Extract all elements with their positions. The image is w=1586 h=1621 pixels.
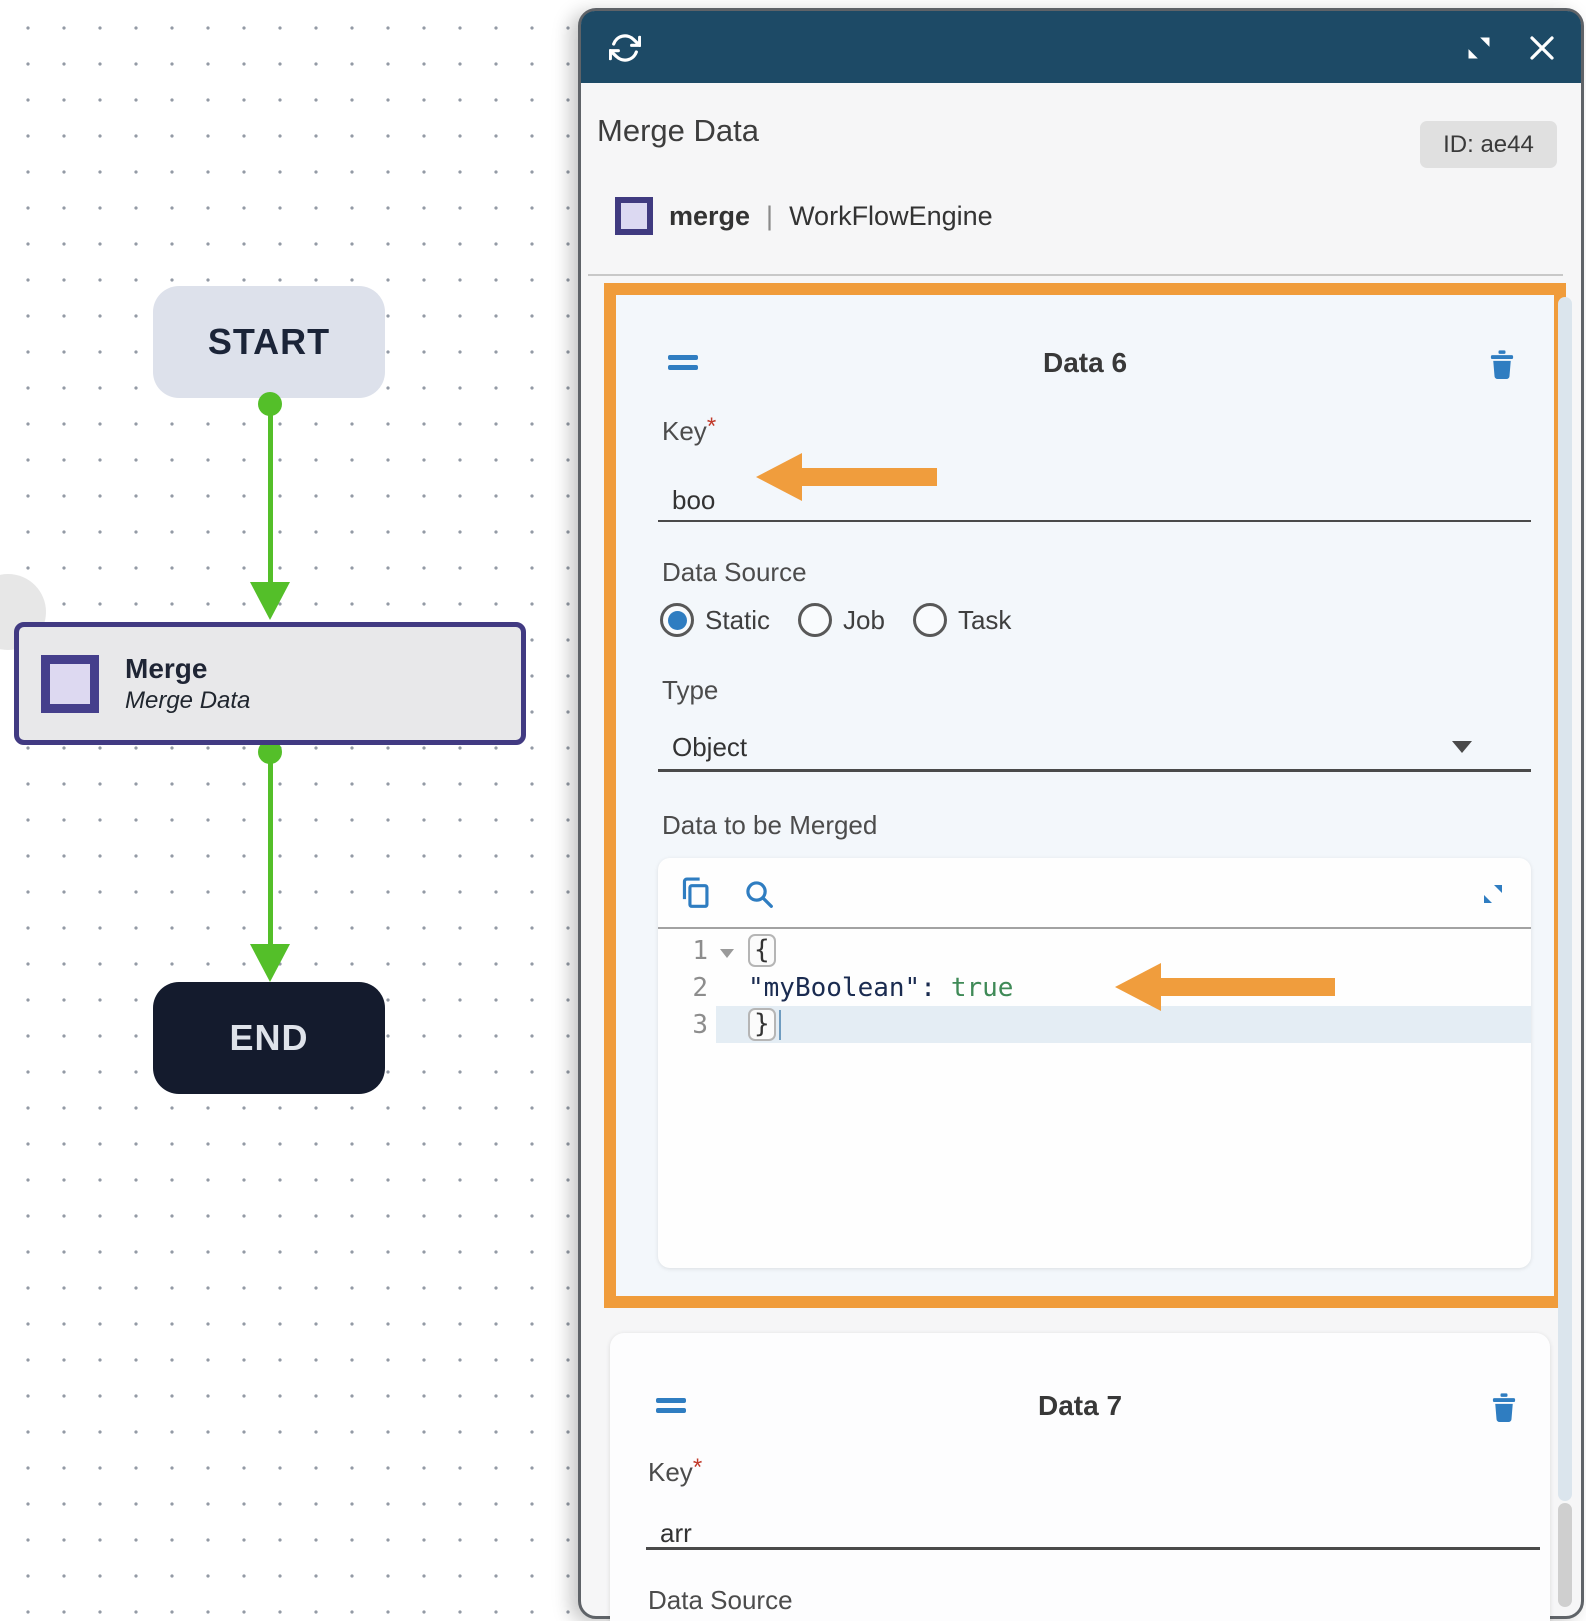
key-input[interactable]: boo xyxy=(672,485,716,515)
radio-static[interactable]: Static xyxy=(660,603,770,637)
type-select-underline xyxy=(658,769,1531,772)
required-asterisk: * xyxy=(706,413,717,440)
merge-node-subtitle: Merge Data xyxy=(125,686,251,714)
merge-node-title: Merge xyxy=(125,652,208,684)
merge-node[interactable]: Merge Merge Data xyxy=(14,622,526,745)
expand-dialog-icon[interactable] xyxy=(1465,34,1493,62)
data6-title: Data 6 xyxy=(1042,347,1128,378)
node-config-dialog: Merge Data ID: ae44 merge | WorkFlowEngi… xyxy=(578,8,1584,1621)
trash-icon[interactable] xyxy=(1488,349,1516,381)
scrollbar-track[interactable] xyxy=(1558,297,1572,1501)
text-cursor xyxy=(778,1009,781,1040)
merge-node-icon xyxy=(41,654,99,713)
code-line-2: 2 "myBoolean":true xyxy=(692,972,1014,1003)
key-input[interactable]: arr xyxy=(660,1518,692,1548)
edge-line xyxy=(267,750,273,946)
engine-name: WorkFlowEngine xyxy=(789,200,993,231)
key-input-underline xyxy=(646,1547,1540,1550)
editor-expand-icon[interactable] xyxy=(1481,882,1505,906)
edge-arrowhead xyxy=(250,944,290,982)
edge-line xyxy=(267,402,273,584)
start-node[interactable]: START xyxy=(153,286,385,398)
open-brace: { xyxy=(748,934,776,967)
json-boolean-value: true xyxy=(950,972,1014,1003)
key-label: Key* xyxy=(648,1454,703,1487)
type-select[interactable]: Object xyxy=(672,732,748,762)
merged-data-label: Data to be Merged xyxy=(662,810,878,840)
end-node[interactable]: END xyxy=(153,982,385,1094)
json-editor[interactable]: 1 { 2 "myBoolean":true 3 } xyxy=(658,858,1531,1268)
data6-header: Data 6 xyxy=(644,347,1526,387)
data6-card: Data 6 Key* boo Data Source xyxy=(604,283,1566,1308)
code-line-3: 3 } xyxy=(658,1006,1531,1043)
edge-arrowhead xyxy=(250,582,290,620)
radio-circle xyxy=(660,603,694,637)
separator: | xyxy=(766,200,774,231)
drag-handle-icon[interactable] xyxy=(656,1398,686,1418)
end-node-label: END xyxy=(229,1017,309,1058)
search-icon[interactable] xyxy=(743,878,775,910)
key-input-underline xyxy=(658,520,1531,522)
dialog-header xyxy=(581,11,1581,83)
close-brace: } xyxy=(748,1008,776,1041)
chevron-down-icon[interactable] xyxy=(1452,741,1472,753)
refresh-icon[interactable] xyxy=(609,32,641,64)
fold-caret-icon[interactable] xyxy=(720,948,734,958)
code-line-1: 1 { xyxy=(658,932,1531,969)
copy-icon[interactable] xyxy=(680,876,712,910)
start-node-label: START xyxy=(207,321,331,362)
page-title: Merge Data xyxy=(597,113,759,148)
scrollbar-thumb[interactable] xyxy=(1558,1503,1572,1607)
data7-title: Data 7 xyxy=(1037,1390,1123,1421)
close-icon[interactable] xyxy=(1527,33,1557,63)
radio-job[interactable]: Job xyxy=(798,603,885,637)
trash-icon[interactable] xyxy=(1490,1392,1518,1424)
node-type-name: merge xyxy=(669,200,751,231)
radio-task[interactable]: Task xyxy=(912,603,1011,637)
editor-toolbar xyxy=(658,858,1531,929)
data-source-label: Data Source xyxy=(662,557,807,587)
type-label: Type xyxy=(662,675,719,705)
radio-circle xyxy=(912,603,947,637)
required-asterisk: * xyxy=(692,1454,703,1481)
radio-circle xyxy=(798,603,833,637)
key-label: Key* xyxy=(662,413,717,446)
divider xyxy=(588,274,1563,276)
data-source-radio-group: Static Job Task xyxy=(660,603,1011,637)
code-area[interactable]: 1 { 2 "myBoolean":true 3 } xyxy=(658,932,1531,1043)
data7-header: Data 7 xyxy=(632,1390,1528,1430)
data7-card: Data 7 Key* arr Data Source xyxy=(610,1333,1550,1621)
node-id-badge: ID: ae44 xyxy=(1420,121,1557,168)
node-type-row: merge | WorkFlowEngine xyxy=(615,197,993,235)
drag-handle-icon[interactable] xyxy=(668,355,698,375)
data-source-label: Data Source xyxy=(648,1585,793,1615)
json-key: "myBoolean" xyxy=(748,972,921,1003)
merge-type-icon xyxy=(615,197,653,235)
